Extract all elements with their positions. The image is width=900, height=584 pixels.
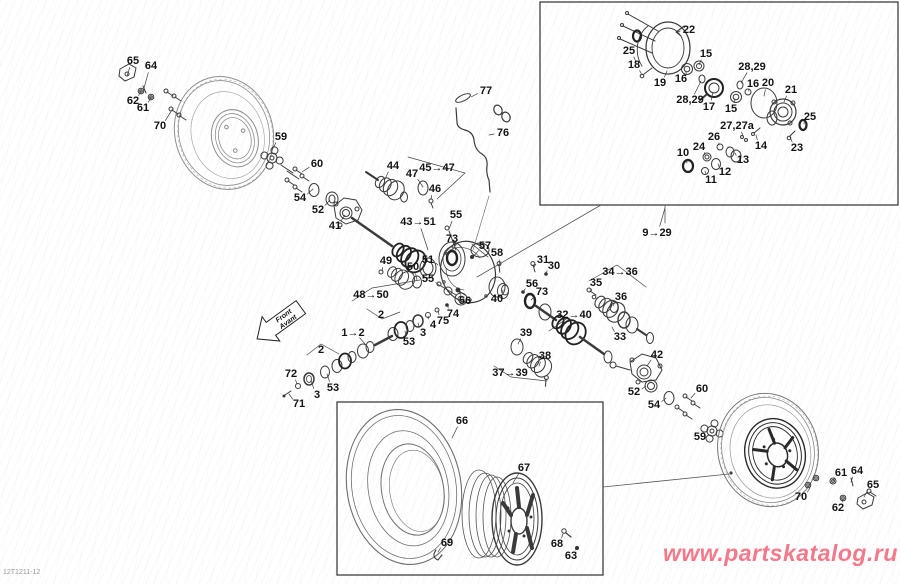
inset-differential-parts (617, 11, 808, 175)
inset-rim (461, 469, 543, 566)
front-differential-group (436, 225, 548, 310)
reference-lines (476, 204, 733, 488)
right-knuckle-group (609, 353, 727, 446)
inset-tire (345, 408, 463, 566)
drawing-code: 12T1211-12 (3, 569, 41, 576)
front-right-tire (717, 392, 819, 508)
leader-lines (126, 30, 868, 553)
left-wheel-hardware-group (118, 63, 187, 121)
right-cv-axle-group (510, 287, 654, 387)
bracket-lines (306, 156, 647, 382)
inset-wheel-box (336, 401, 604, 576)
vent-hose-group (455, 93, 511, 251)
inset-differential-box (539, 1, 899, 206)
front-left-tire (173, 76, 275, 190)
watermark: www.partskatalog.ru (663, 540, 898, 566)
prop-shaft-group (282, 287, 466, 398)
right-wheel-hardware-group (804, 474, 877, 510)
front-direction-arrow: Front Avant (256, 299, 307, 342)
front-left-hub-group (257, 143, 310, 193)
left-knuckle-group (308, 183, 363, 228)
